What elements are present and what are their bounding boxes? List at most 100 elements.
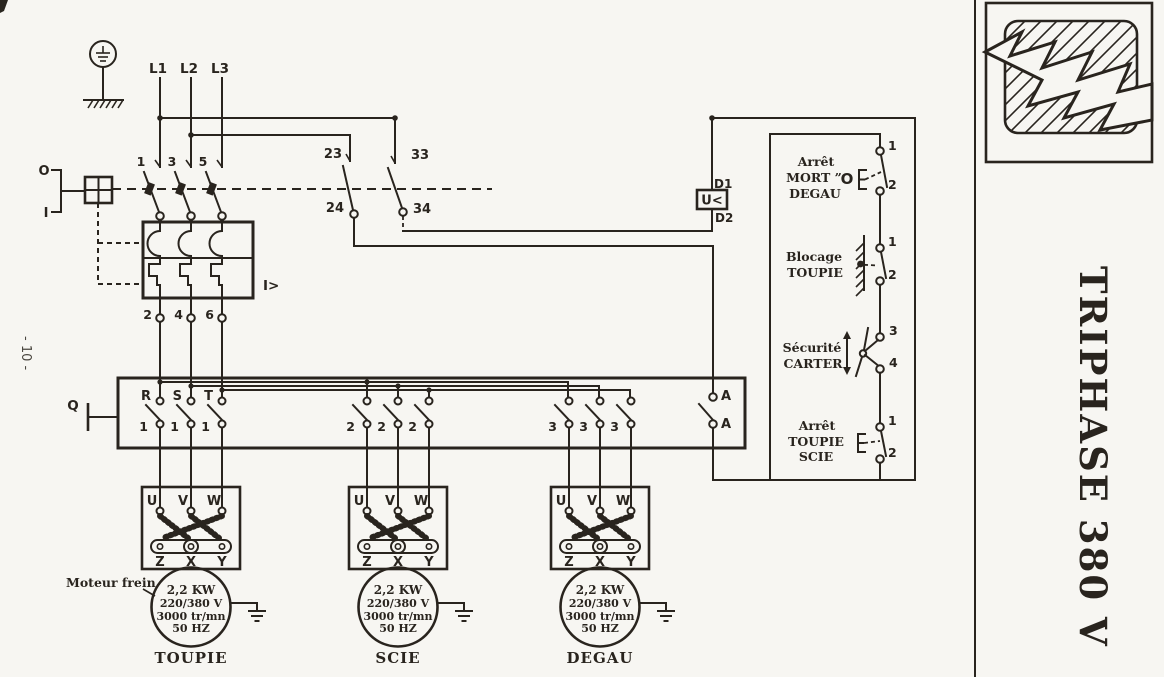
group3-label: 3 (579, 419, 588, 434)
terminal-v: V (178, 494, 188, 509)
phase-label-l2: L2 (180, 61, 198, 77)
motor-frequency: 50 HZ (172, 622, 210, 635)
out-label-6: 6 (205, 307, 214, 322)
aux-a-top: A (721, 389, 731, 404)
motor-voltage: 220/380 V (367, 597, 430, 610)
undervoltage-release: D1 U< D2 (695, 115, 733, 232)
contact-top-label: 3 (889, 323, 898, 338)
uv-symbol: U< (701, 194, 722, 209)
motor-name: TOUPIE (154, 649, 227, 667)
label-scie: SCIE (799, 449, 833, 464)
label-securite: Sécurité (783, 340, 842, 355)
overload-block: I> 2 4 6 (141, 219, 279, 323)
terminal-x: X (595, 555, 605, 570)
input-label-r: R (141, 389, 151, 404)
terminal-x: X (186, 555, 196, 570)
scan-blemish (0, 0, 8, 13)
sidebar: TRIPHASE 380 V (974, 0, 1154, 677)
selector-aux-contact: A A (697, 389, 731, 481)
terminal-u: U (556, 494, 567, 509)
terminal-z: Z (564, 555, 573, 570)
aux-label-34: 34 (413, 202, 431, 217)
switch-arret-toupie-scie: 1 2 Arrêt TOUPIE SCIE (788, 413, 897, 481)
phase-label-l3: L3 (211, 61, 229, 77)
motor-group-scie: U V W Z X Y 2,2 KW 220/380 V 3000 tr/mn … (347, 426, 473, 667)
contact-top-label: 1 (888, 234, 897, 249)
side-title: TRIPHASE 380 V (1071, 266, 1115, 648)
terminal-v: V (587, 494, 597, 509)
label-arret2: Arrêt (798, 418, 836, 433)
overcurrent-label: I> (263, 278, 279, 294)
motor-frequency: 50 HZ (379, 622, 417, 635)
contact-top-label: 1 (888, 413, 897, 428)
motor-speed: 3000 tr/mn (157, 610, 226, 623)
earth-connection-symbol (83, 40, 124, 109)
switch-blocage-toupie: 1 2 Blocage TOUPIE (786, 234, 897, 334)
label-carter: CARTER (783, 356, 843, 371)
pole-contacts: 1 3 5 (137, 154, 227, 221)
aux-a-bottom: A (721, 417, 731, 432)
handle-off-label: O (38, 164, 49, 179)
selector-group-toupie: 1 1 1 (139, 396, 227, 434)
motor-earth (229, 602, 266, 622)
group1-label: 1 (170, 419, 179, 434)
motor-power: 2,2 KW (576, 583, 625, 597)
terminal-w: W (616, 494, 630, 509)
terminal-u: U (354, 494, 365, 509)
supply-phases: L1 L2 L3 (149, 61, 396, 168)
note-pointer (142, 588, 156, 597)
selector-box: Q R S T 1 1 1 (67, 321, 747, 481)
aux-contact-23-24: 23 24 (324, 134, 714, 394)
motor-power: 2,2 KW (374, 583, 423, 597)
group3-label: 3 (548, 419, 557, 434)
label-blocage: Blocage (786, 249, 842, 264)
brake-motor-note: Moteur frein (66, 575, 156, 590)
aux-label-23: 23 (324, 147, 342, 162)
switch-securite-carter: 3 4 Sécurité CARTER (783, 323, 898, 425)
terminal-y: Y (625, 555, 636, 570)
motor-voltage: 220/380 V (160, 597, 223, 610)
selector-group-degau: 3 3 3 (548, 396, 636, 434)
motor-name: DEGAU (567, 649, 634, 667)
uv-label-d2: D2 (715, 211, 733, 225)
handle-on-label: I (44, 206, 49, 221)
motor-frequency: 50 HZ (581, 622, 619, 635)
label-toupie2: TOUPIE (788, 434, 844, 449)
uv-label-d1: D1 (714, 177, 732, 191)
terminal-u: U (147, 494, 158, 509)
contact-bottom-label: 2 (888, 267, 897, 282)
contact-top-label: 1 (888, 138, 897, 153)
out-label-4: 4 (174, 307, 183, 322)
label-arret: Arrêt (797, 154, 835, 169)
contact-bottom-label: 2 (888, 177, 897, 192)
motor-group-degau: U V W Z X Y 2,2 KW 220/380 V 3000 tr/mn … (549, 426, 675, 667)
terminal-z: Z (362, 555, 371, 570)
phase-label-l1: L1 (149, 61, 167, 77)
pole-label-1: 1 (137, 154, 146, 169)
lightning-bolt-icon (981, 28, 1154, 133)
contact-bottom-label: 2 (888, 445, 897, 460)
motor-group-toupie: U V W Z X Y 2,2 KW 220/380 V 3000 tr/mn … (66, 426, 266, 667)
out-label-2: 2 (143, 307, 152, 322)
aux-label-24: 24 (326, 201, 344, 216)
group1-label: 1 (201, 419, 210, 434)
terminal-w: W (414, 494, 428, 509)
terminal-y: Y (216, 555, 227, 570)
motor-earth (436, 602, 473, 622)
page-number: - 10 - (18, 336, 33, 370)
main-switch: O I 1 3 5 (38, 115, 714, 394)
motor-name: SCIE (375, 649, 420, 667)
switch-arret-mort-degau: 1 2 O Arrêt MORT ” DEGAU (786, 133, 897, 246)
group2-label: 2 (408, 419, 417, 434)
selector-group-scie: 2 2 2 (346, 396, 434, 434)
motor-earth (638, 602, 675, 622)
motor-voltage: 220/380 V (569, 597, 632, 610)
label-degau: DEGAU (789, 186, 841, 201)
input-label-s: S (173, 389, 182, 404)
label-toupie: TOUPIE (787, 265, 843, 280)
terminal-z: Z (155, 555, 164, 570)
aux-label-33: 33 (411, 148, 429, 163)
